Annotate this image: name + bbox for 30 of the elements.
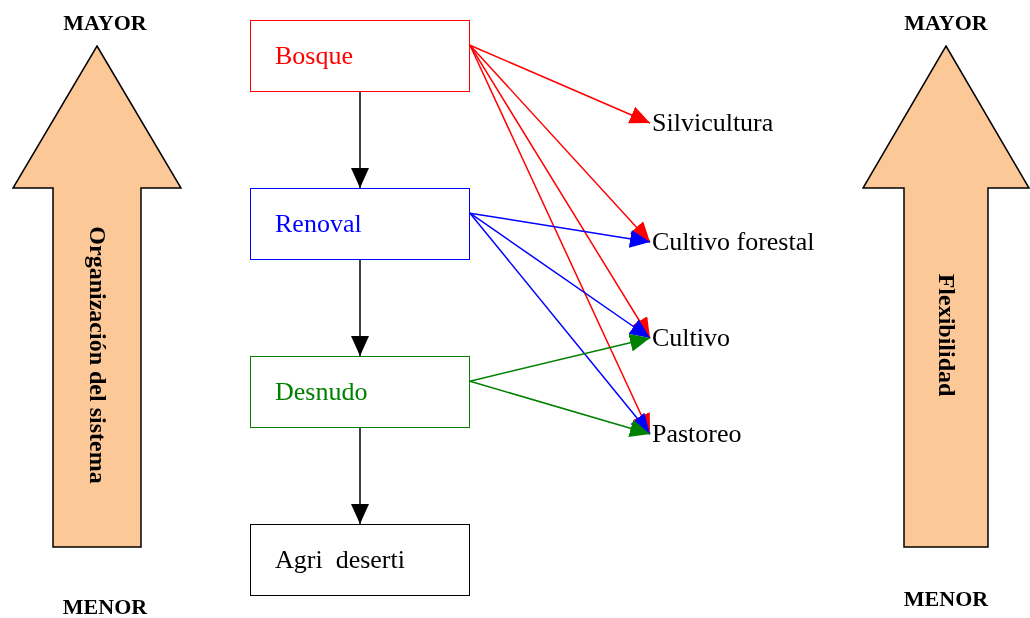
box-label: Renoval <box>275 209 362 239</box>
land-use-label: Silvicultura <box>652 108 774 138</box>
scale-label: MAYOR <box>63 10 147 36</box>
process-box <box>250 188 470 260</box>
arrow <box>351 259 369 357</box>
arrow <box>351 91 369 189</box>
box-label: Bosque <box>275 41 353 71</box>
up-arrow-shape <box>862 45 1030 548</box>
axis-title: Flexibilidad <box>932 273 960 397</box>
scale-label: MENOR <box>903 586 989 612</box>
arrow <box>469 333 651 382</box>
process-box <box>250 524 470 596</box>
axis-title: Organización del sistema <box>83 226 111 484</box>
process-box <box>250 356 470 428</box>
arrow <box>469 212 651 248</box>
land-use-label: Pastoreo <box>652 419 742 449</box>
box-label: Agri deserti <box>275 545 405 575</box>
scale-label: MAYOR <box>904 10 988 36</box>
arrow <box>351 427 369 525</box>
arrow <box>469 212 651 435</box>
land-use-label: Cultivo forestal <box>652 227 815 257</box>
up-arrow-shape <box>12 45 182 548</box>
arrow <box>469 44 651 124</box>
box-label: Desnudo <box>275 377 368 407</box>
scale-label: MENOR <box>62 594 148 618</box>
process-box <box>250 20 470 92</box>
arrow <box>469 380 651 437</box>
land-use-label: Cultivo <box>652 323 730 353</box>
arrow <box>469 212 651 339</box>
arrow <box>469 44 651 243</box>
